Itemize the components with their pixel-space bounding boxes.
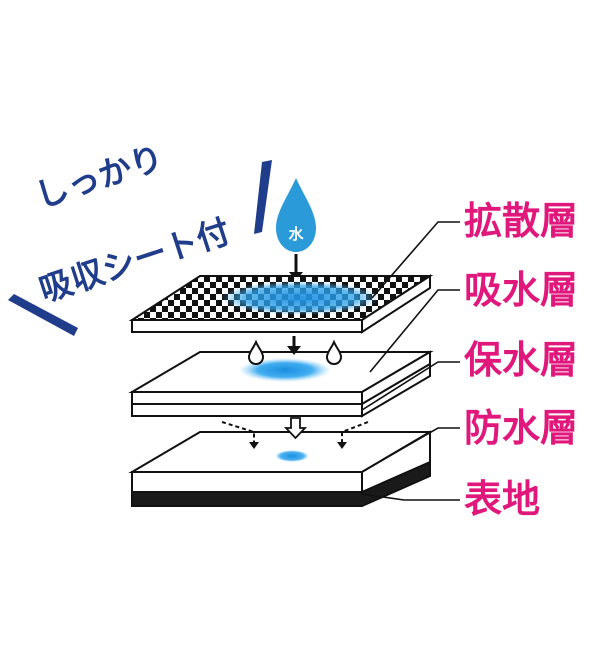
water-spot-bottom (275, 450, 309, 462)
layer-labels: 拡散層 吸水層 保水層 防水層 表地 (464, 199, 578, 521)
leader-line-diffusion (371, 221, 460, 299)
leader-line-waterproof (371, 427, 460, 467)
water-spot-middle (239, 358, 331, 382)
emphasis-stroke-left (8, 294, 78, 336)
label-waterproof-layer: 防水層 (464, 406, 578, 450)
water-drop-icon: 水 (276, 178, 316, 252)
droplet-icons (247, 339, 343, 366)
tagline-line-1: しっかり (30, 138, 168, 216)
leader-lines (361, 221, 460, 501)
water-spread-top (220, 281, 380, 315)
top-sheet-mesh (128, 274, 434, 334)
label-absorbent-layer: 吸水層 (464, 268, 578, 312)
arrow-outline-down-icon (283, 417, 308, 440)
emphasis-stroke-right (254, 160, 272, 234)
label-retention-layer: 保水層 (464, 338, 578, 382)
leader-line-absorb (369, 289, 460, 373)
label-surface-layer: 表地 (464, 477, 540, 521)
leader-line-retain (361, 361, 460, 411)
blocked-flow-arrows (221, 421, 369, 449)
middle-sheet (128, 350, 434, 418)
arrow-down-icon-2 (287, 336, 301, 355)
label-diffusion-layer: 拡散層 (464, 199, 578, 243)
bottom-sheet (128, 430, 434, 507)
drop-label: 水 (288, 225, 304, 243)
leader-line-surface (361, 493, 460, 501)
